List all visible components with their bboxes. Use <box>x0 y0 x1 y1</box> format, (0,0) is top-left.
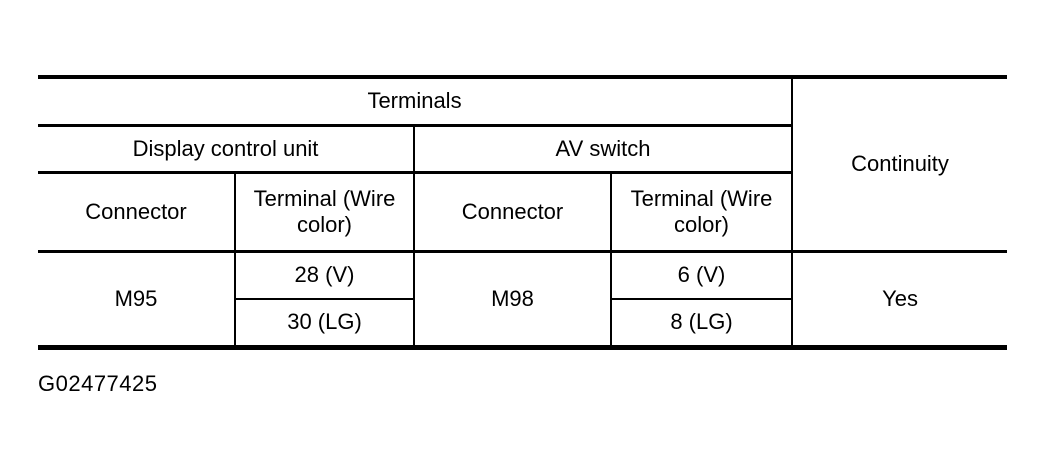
av-connector-header-cell: Connector <box>413 172 612 253</box>
continuity-header-cell: Continuity <box>791 75 1008 253</box>
table-row: 30 (LG) 8 (LG) <box>38 299 1007 350</box>
display-control-unit-header-cell: Display control unit <box>38 125 415 174</box>
av-terminal-header-text: Terminal (Wire color) <box>630 185 773 237</box>
display-terminal-header-text: Terminal (Wire color) <box>253 185 396 237</box>
display-connector-value-cell: M95 <box>38 251 236 350</box>
terminals-header-cell: Terminals <box>38 75 794 127</box>
av-terminal-value-cell-1: 6 (V) <box>609 251 794 300</box>
display-terminal-header-cell: Terminal (Wire color) <box>234 172 415 253</box>
figure-id-label: G02477425 <box>38 371 158 396</box>
display-connector-header-cell: Connector <box>38 172 236 253</box>
display-terminal-value-cell-1: 28 (V) <box>234 251 415 300</box>
table-row: Connector Terminal (Wire color) Connecto… <box>38 172 1007 253</box>
display-terminal-value-cell-2: 30 (LG) <box>234 299 415 350</box>
av-connector-value-cell: M98 <box>413 251 612 350</box>
terminal-continuity-table: Terminals Continuity Display control uni… <box>38 75 1008 350</box>
av-terminal-header-cell: Terminal (Wire color) <box>609 172 794 253</box>
table-row: M95 28 (V) M98 6 (V) Yes <box>38 251 1008 350</box>
av-terminal-value-cell-2: 8 (LG) <box>609 299 794 350</box>
continuity-value-cell: Yes <box>791 251 1008 350</box>
table-row: Terminals Continuity <box>38 75 1008 253</box>
table-row: Display control unit AV switch <box>38 125 1007 174</box>
av-switch-header-cell: AV switch <box>412 125 794 174</box>
